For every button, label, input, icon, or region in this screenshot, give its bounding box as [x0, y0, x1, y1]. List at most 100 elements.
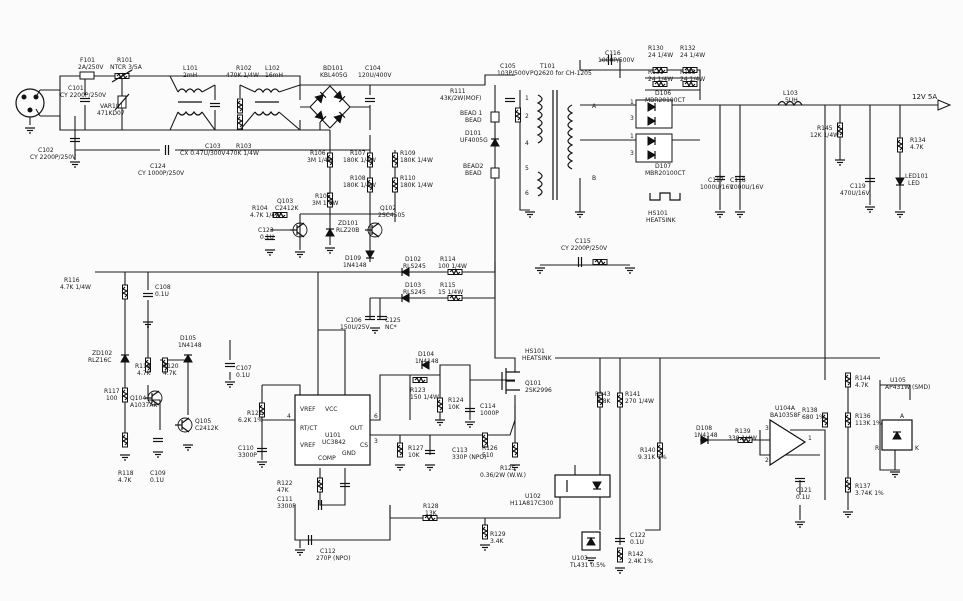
component-label-c106v: 150U/25V — [340, 324, 371, 331]
component-label-u101: U101 — [325, 432, 341, 439]
component-label-q104v: A1037AK — [130, 402, 158, 409]
component-label-d106: D106 — [655, 90, 671, 97]
component-label-d104v: 1N4148 — [415, 358, 439, 365]
component-label-hs1012v: HEATSINK — [522, 355, 553, 362]
pin-op-2: 2 — [765, 457, 769, 464]
component-label-u104av: BA10358F — [770, 412, 801, 419]
component-label-q105v: C2412K — [195, 425, 219, 432]
component-label-c114v: 1000P — [480, 410, 499, 417]
component-label-r137: R137 — [855, 483, 871, 490]
component-label-bd101v: KBL405G — [320, 72, 348, 79]
component-label-c102v: CY 2200P/250V — [30, 154, 77, 161]
component-label-c108v: 0.1U — [155, 291, 169, 298]
component-label-r136v: 113K 1% — [855, 420, 882, 427]
component-label-r127v: 10K — [408, 452, 421, 459]
component-label-c104: C104 — [365, 65, 381, 72]
component-label-c105: C105 — [500, 63, 516, 70]
component-label-r126v: 510 — [482, 452, 494, 459]
pin-d106-1: 1 — [630, 99, 634, 106]
component-label-r126: R126 — [482, 445, 498, 452]
component-label-u103v: TL431 0.5% — [569, 562, 606, 569]
component-label-u101v: UC3842 — [322, 439, 346, 446]
component-label-r107: R107 — [350, 150, 366, 157]
component-label-l101v: 2mH — [183, 72, 197, 79]
component-label-d108: D108 — [696, 425, 712, 432]
component-label-u105v: AP431W (SMD) — [885, 384, 930, 391]
component-label-bead1v: BEAD — [465, 117, 482, 124]
component-label-r116: R116 — [64, 277, 80, 284]
component-label-c117: C117 — [708, 177, 724, 184]
component-label-d101: D101 — [465, 130, 481, 137]
component-label-zd102: ZD102 — [92, 350, 112, 357]
component-label-r114v: 100 1/4W — [438, 263, 467, 270]
component-label-c110: C110 — [238, 445, 254, 452]
component-label-c113v: 330P (NPO) — [452, 454, 487, 461]
component-label-l103v: 5UH — [785, 97, 798, 104]
component-label-r134v: 4.7K — [910, 144, 925, 151]
component-label-r138v: 680 1% — [802, 414, 825, 421]
component-label-r144: R144 — [855, 375, 871, 382]
component-label-r111: R111 — [450, 88, 466, 95]
pin-t-5: 5 — [525, 165, 529, 172]
component-label-r144v: 4.7K — [855, 382, 870, 389]
component-label-d107v: MBR20100CT — [645, 170, 686, 177]
component-label-r143v: 1.8K — [597, 398, 612, 405]
component-label-r110: R110 — [400, 175, 416, 182]
component-label-c125: C125 — [385, 317, 401, 324]
component-label-d102v: RLS245 — [403, 263, 426, 270]
pin-rtct: RT/CT — [300, 425, 318, 432]
component-label-r128v: 13K — [425, 510, 438, 517]
component-label-r128: R128 — [423, 503, 439, 510]
component-label-d109: D109 — [345, 255, 361, 262]
component-label-hs101v: HEATSINK — [646, 217, 677, 224]
component-label-r114: R114 — [440, 256, 456, 263]
component-label-r139v: 330 1/4W — [728, 435, 757, 442]
pin-t-4: 4 — [525, 140, 529, 147]
component-label-r139: R139 — [735, 428, 751, 435]
component-label-c122: C122 — [630, 532, 646, 539]
component-label-r129: R129 — [490, 531, 506, 538]
component-label-f101: F101 — [80, 57, 95, 64]
pin-d106-3: 3 — [630, 115, 634, 122]
component-label-r115v: 15 1/4W — [438, 289, 463, 296]
component-label-r123: R123 — [410, 387, 426, 394]
pin-vfb: VREF — [300, 442, 316, 449]
component-label-c117v: 1000U/16V — [700, 184, 734, 191]
component-label-d106v: MBR20100CT — [645, 97, 686, 104]
component-label-q102v: 2SC4505 — [378, 212, 405, 219]
component-label-d109v: 1N4148 — [343, 262, 367, 269]
component-label-r111v: 43K/2W(MOF) — [440, 95, 481, 102]
component-label-c108: C108 — [155, 284, 171, 291]
component-label-var101: VAR101 — [100, 103, 124, 110]
component-label-r102v: 470K 1/4W — [226, 72, 259, 79]
component-label-r131: R131 — [648, 69, 664, 76]
component-label-u103: U103 — [572, 555, 588, 562]
component-label-d107: D107 — [655, 163, 671, 170]
component-label-c105v: 103P/500V — [497, 70, 531, 77]
component-label-zd101v: RLZ20B — [336, 227, 359, 234]
pin-u105-r: R — [875, 445, 879, 452]
component-label-r142: R142 — [628, 551, 644, 558]
component-label-r141v: 270 1/4W — [625, 398, 654, 405]
component-label-q103: Q103 — [277, 198, 293, 205]
component-label-c112v: 270P (NPO) — [316, 555, 351, 562]
component-label-d105: D105 — [180, 335, 196, 342]
component-label-q101v: 2SK2996 — [525, 387, 552, 394]
component-label-r101v: NTCR 3/5A — [110, 64, 143, 71]
component-label-r125v: 0.36/2W (W.W.) — [480, 472, 526, 479]
component-label-led101v: LED — [908, 180, 920, 187]
component-label-r119v: 4.7K — [137, 370, 152, 377]
component-label-r108v: 180K 1/4W — [343, 182, 376, 189]
pin-t-a: A — [592, 103, 597, 110]
pin-3: 3 — [374, 438, 378, 445]
component-label-u102: U102 — [525, 493, 541, 500]
component-label-c113: C113 — [452, 447, 468, 454]
component-label-r141: R141 — [625, 391, 641, 398]
component-label-l102v: 16mH — [265, 72, 283, 79]
component-label-bd101: BD101 — [323, 65, 343, 72]
component-label-r118: R118 — [118, 470, 134, 477]
component-label-d103v: RLS245 — [403, 289, 426, 296]
component-label-c118v: 1000U/16V — [730, 184, 764, 191]
